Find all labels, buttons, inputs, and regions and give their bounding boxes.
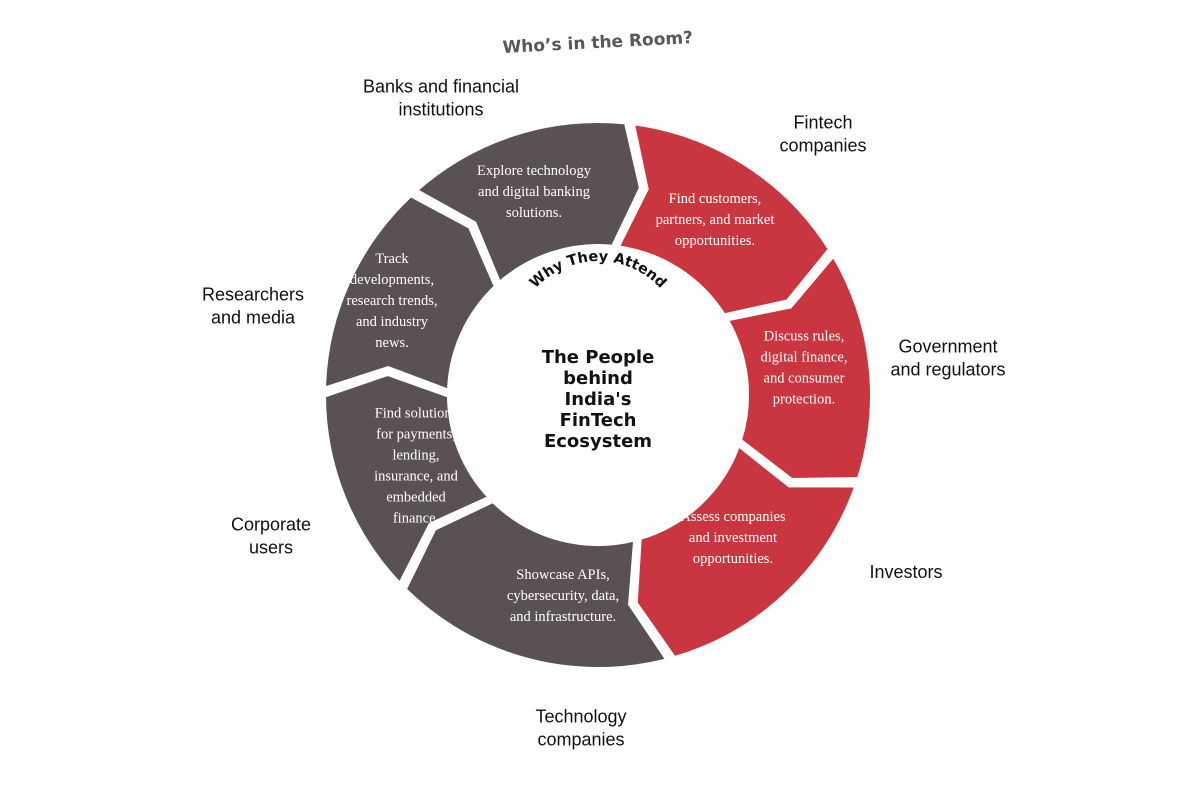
segment-text-line: Showcase APIs, — [516, 567, 609, 583]
label-line: users — [249, 538, 293, 558]
label-line: Corporate — [231, 515, 311, 535]
label-line: Fintech — [793, 113, 852, 133]
label-line: institutions — [398, 100, 483, 120]
segment-corporate — [319, 369, 497, 592]
label-line: and media — [211, 308, 296, 328]
segment-researchers — [319, 190, 501, 397]
center-circle — [450, 247, 746, 543]
segment-text-line: Find customers, — [669, 191, 762, 207]
segment-text-line: and investment — [689, 530, 777, 546]
segment-text-investors: Assess companies and investment opportunit… — [680, 509, 785, 567]
label-fintech: Fintech companies — [779, 113, 866, 156]
segment-text-line: Explore technology — [477, 163, 592, 179]
segment-text-government: Discuss rules, digital finance, and consum… — [761, 329, 848, 408]
segment-text-line: cybersecurity, data, — [507, 588, 619, 604]
segment-text-line: developments, — [350, 272, 434, 288]
segment-text-line: partners, and market — [656, 212, 775, 228]
segment-text-line: lending, — [392, 448, 439, 464]
label-line: Investors — [869, 562, 942, 582]
cycle-segments: Find customers, partners, and market oppor… — [319, 117, 876, 673]
segment-text-line: Find solutions — [375, 406, 458, 422]
center-title-line: FinTech — [560, 410, 637, 431]
segment-text-line: digital finance, — [761, 350, 848, 366]
segment-text-line: opportunities. — [693, 551, 773, 567]
segment-text-fintech: Find customers, partners, and market oppor… — [656, 191, 775, 249]
segment-text-line: finance. — [393, 511, 439, 527]
segment-text-line: news. — [375, 335, 408, 351]
segment-text-technology: Showcase APIs, cybersecurity, data, and in… — [507, 567, 619, 625]
segment-text-line: and industry — [356, 314, 429, 330]
label-corporate: Corporate users — [231, 515, 311, 558]
segment-text-line: Assess companies — [680, 509, 785, 525]
label-banks: Banks and financial institutions — [363, 77, 519, 120]
segment-text-line: opportunities. — [675, 233, 755, 249]
label-line: and regulators — [890, 360, 1005, 380]
segment-text-researchers: Track developments, research trends, and in… — [347, 251, 438, 351]
label-line: Government — [898, 337, 997, 357]
segment-text-line: embedded — [386, 490, 446, 506]
label-government: Government and regulators — [890, 337, 1005, 380]
segment-text-line: for payments, — [376, 427, 456, 443]
label-investors: Investors — [869, 562, 942, 582]
label-researchers: Researchers and media — [202, 285, 304, 328]
segment-text-line: Discuss rules, — [764, 329, 845, 345]
segment-text-line: insurance, and — [374, 469, 458, 485]
label-line: Technology — [535, 707, 626, 727]
center-title-line: behind — [563, 368, 633, 389]
label-line: Banks and financial — [363, 77, 519, 97]
segment-text-line: and digital banking — [478, 184, 590, 200]
label-technology: Technology companies — [535, 707, 626, 750]
label-line: Researchers — [202, 285, 304, 305]
center-title-line: The People — [542, 347, 655, 368]
label-line: companies — [537, 730, 624, 750]
center-title-line: India's — [565, 389, 632, 410]
segment-text-line: and consumer — [764, 371, 845, 387]
label-line: companies — [779, 136, 866, 156]
segment-text-corporate: Find solutions for payments, lending, insur… — [374, 406, 458, 527]
segment-text-line: and infrastructure. — [510, 609, 616, 625]
segment-text-line: Track — [375, 251, 409, 267]
segment-text-banks: Explore technology and digital banking sol… — [477, 163, 592, 221]
segment-text-line: protection. — [773, 392, 835, 408]
center-title-line: Ecosystem — [544, 431, 652, 452]
diagram-title: Who’s in the Room? — [502, 28, 693, 58]
segment-text-line: research trends, — [347, 293, 438, 309]
segment-text-line: solutions. — [506, 205, 562, 221]
